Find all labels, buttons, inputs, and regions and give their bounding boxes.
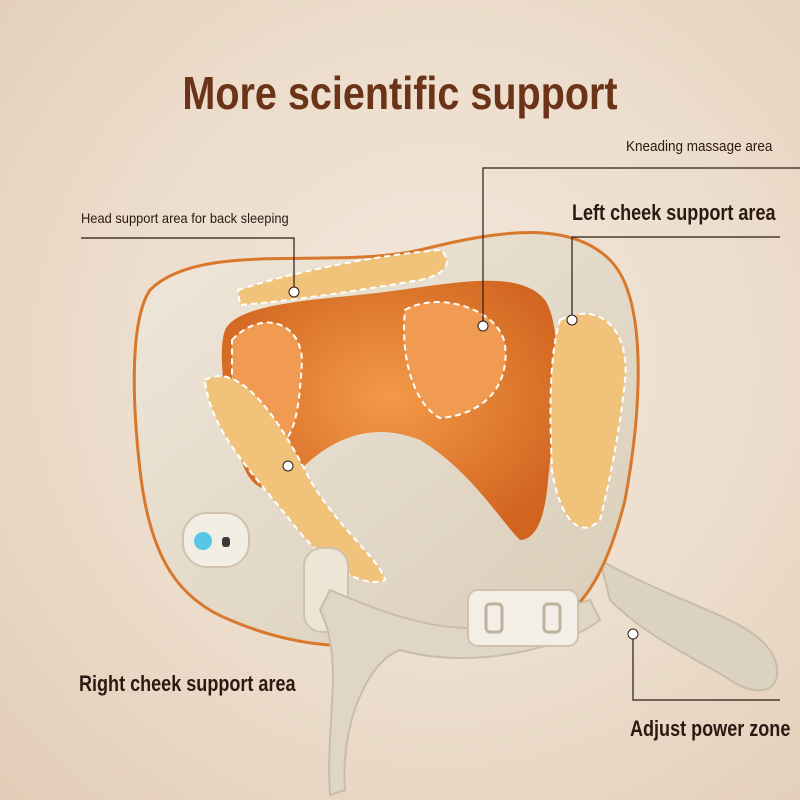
left-cheek-label: Left cheek support area <box>572 200 776 225</box>
adjust-power-label: Adjust power zone <box>630 716 791 741</box>
page-title: More scientific support <box>182 67 618 119</box>
head-support-label: Head support area for back sleeping <box>81 210 289 226</box>
left-cheek-pad <box>549 312 627 529</box>
power-button-icon <box>182 512 250 568</box>
kneading-area-label: Kneading massage area <box>626 138 773 155</box>
callout-dots <box>282 286 639 640</box>
left-cheek-leader <box>571 236 780 320</box>
power-leader <box>632 634 780 701</box>
strap-back <box>598 558 779 692</box>
kneading-pad-right <box>403 301 507 420</box>
strap-buckle-icon <box>467 589 579 647</box>
kneading-leader <box>482 167 800 326</box>
right-cheek-pad <box>203 375 387 583</box>
callout-lines <box>81 167 800 701</box>
right-cheek-label: Right cheek support area <box>79 671 296 696</box>
head-leader <box>81 237 295 292</box>
